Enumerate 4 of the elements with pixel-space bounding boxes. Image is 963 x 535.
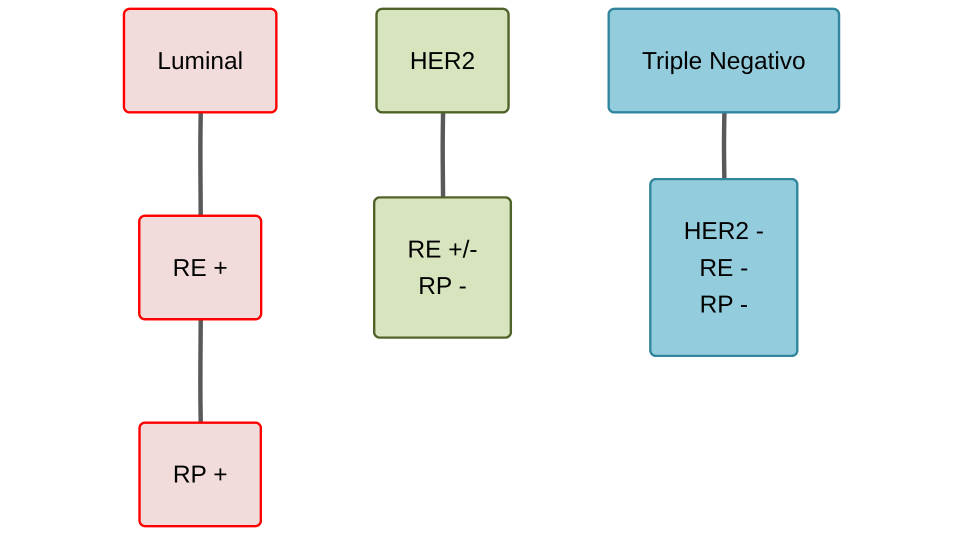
connector [440, 112, 446, 198]
connector [198, 320, 203, 424]
connector [198, 112, 203, 216]
connector [722, 112, 727, 180]
